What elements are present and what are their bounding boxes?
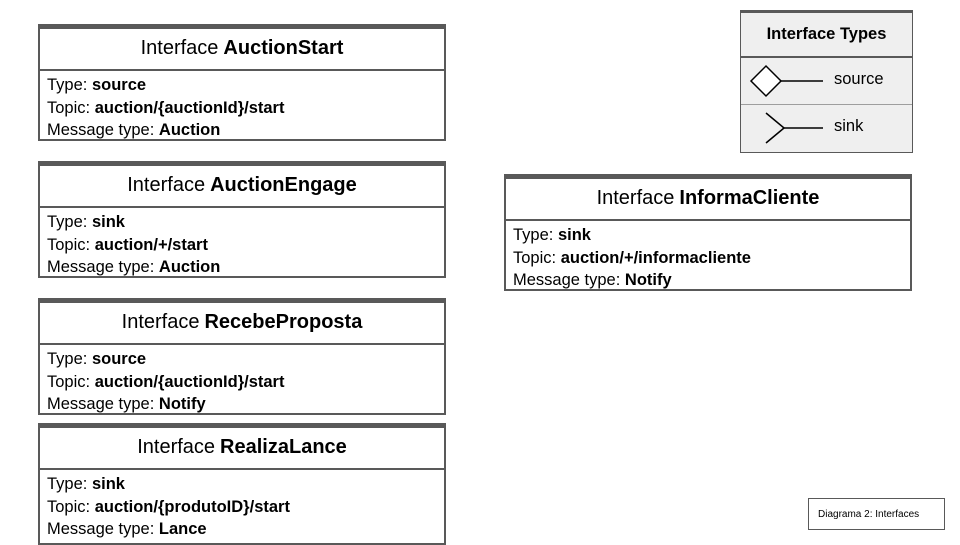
diamond-line-icon <box>749 64 823 98</box>
topic-line: Topic: auction/+/informacliente <box>513 247 903 270</box>
card-prefix: Interface <box>140 36 219 59</box>
card-prefix: Interface <box>127 173 206 196</box>
type-line: Type: sink <box>47 473 437 496</box>
topic-value: auction/{auctionId}/start <box>94 372 285 391</box>
message-type-label: Message type: <box>47 520 155 538</box>
message-type-value: Auction <box>158 258 221 276</box>
card-title: AuctionEngage <box>210 173 357 196</box>
legend-item-sink: sink <box>741 104 912 151</box>
card-body: Type: source Topic: auction/{auctionId}/… <box>40 345 444 418</box>
type-value: sink <box>91 213 125 231</box>
legend-item-source: source <box>741 58 912 104</box>
card-title: AuctionStart <box>223 36 344 59</box>
topic-label: Topic: <box>513 248 557 267</box>
type-label: Type: <box>47 475 88 493</box>
message-type-line: Message type: Notify <box>513 269 903 292</box>
topic-label: Topic: <box>47 98 91 117</box>
type-value: sink <box>557 226 591 244</box>
message-type-line: Message type: Notify <box>47 393 437 416</box>
fork-line-icon <box>765 112 823 144</box>
message-type-label: Message type: <box>47 395 155 413</box>
interface-types-legend: Interface Types source sink <box>740 10 913 153</box>
card-body: Type: sink Topic: auction/+/start Messag… <box>40 208 444 281</box>
card-prefix: Interface <box>121 310 200 333</box>
message-type-label: Message type: <box>47 121 155 139</box>
message-type-line: Message type: Auction <box>47 119 437 142</box>
card-title: InformaCliente <box>679 186 820 209</box>
topic-line: Topic: auction/{auctionId}/start <box>47 97 437 120</box>
card-prefix: Interface <box>137 435 216 458</box>
topic-line: Topic: auction/{produtoID}/start <box>47 496 437 519</box>
topic-value: auction/{produtoID}/start <box>94 497 290 516</box>
type-line: Type: sink <box>47 211 437 234</box>
type-line: Type: sink <box>513 224 903 247</box>
message-type-value: Notify <box>158 395 206 413</box>
topic-line: Topic: auction/{auctionId}/start <box>47 371 437 394</box>
message-type-value: Auction <box>158 121 221 139</box>
topic-label: Topic: <box>47 372 91 391</box>
card-body: Type: source Topic: auction/{auctionId}/… <box>40 71 444 144</box>
message-type-label: Message type: <box>513 271 621 289</box>
legend-title: Interface Types <box>741 11 912 58</box>
topic-value: auction/+/start <box>94 235 208 254</box>
type-label: Type: <box>47 213 88 231</box>
topic-line: Topic: auction/+/start <box>47 234 437 257</box>
type-label: Type: <box>47 350 88 368</box>
diagram-caption: Diagrama 2: Interfaces <box>808 498 945 530</box>
card-title: RecebeProposta <box>204 310 363 333</box>
card-prefix: Interface <box>596 186 675 209</box>
message-type-value: Lance <box>158 520 207 538</box>
card-body: Type: sink Topic: auction/{produtoID}/st… <box>40 470 444 543</box>
legend-label-source: source <box>834 70 884 88</box>
type-value: source <box>91 76 147 94</box>
topic-value: auction/+/informacliente <box>560 248 751 267</box>
message-type-line: Message type: Lance <box>47 518 437 541</box>
type-value: sink <box>91 475 125 493</box>
card-title: RealizaLance <box>220 435 347 458</box>
message-type-line: Message type: Auction <box>47 256 437 279</box>
card-body: Type: sink Topic: auction/+/informaclien… <box>506 221 910 294</box>
message-type-value: Notify <box>624 271 672 289</box>
type-label: Type: <box>47 76 88 94</box>
type-label: Type: <box>513 226 554 244</box>
message-type-label: Message type: <box>47 258 155 276</box>
topic-label: Topic: <box>47 497 91 516</box>
topic-label: Topic: <box>47 235 91 254</box>
type-value: source <box>91 350 147 368</box>
topic-value: auction/{auctionId}/start <box>94 98 285 117</box>
type-line: Type: source <box>47 74 437 97</box>
legend-label-sink: sink <box>834 117 864 135</box>
type-line: Type: source <box>47 348 437 371</box>
